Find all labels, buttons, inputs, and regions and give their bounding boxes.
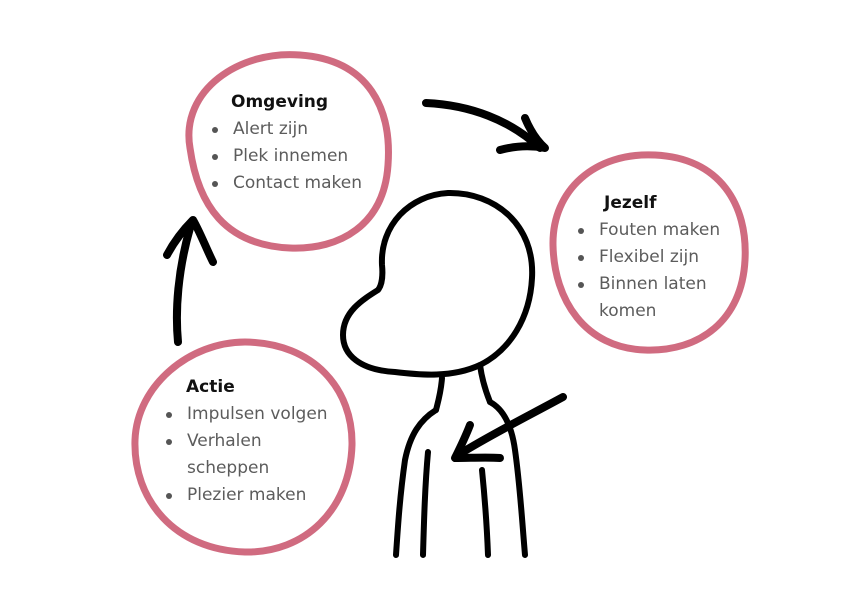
actie-circle (131, 338, 356, 556)
actie-title: Actie (186, 377, 235, 397)
omgeving-circle (185, 51, 392, 252)
list-item: Flexibel zijn (574, 244, 729, 271)
jezelf-title: Jezelf (604, 193, 657, 213)
arrow-icon (451, 393, 567, 462)
omgeving-list: Alert zijn Plek innemen Contact maken (208, 116, 362, 197)
jezelf-box: Jezelf Fouten maken Flexibel zijn Binnen… (574, 193, 729, 325)
list-item: Contact maken (208, 170, 362, 197)
list-item: Fouten maken (574, 217, 729, 244)
list-item: Binnen laten komen (574, 271, 729, 325)
list-item: Verhalen scheppen (162, 428, 297, 482)
actie-box: Actie Impulsen volgen Verhalen scheppen … (162, 377, 328, 509)
jezelf-list: Fouten maken Flexibel zijn Binnen laten … (574, 217, 729, 325)
person-outline-icon (340, 189, 536, 558)
omgeving-box: Omgeving Alert zijn Plek innemen Contact… (208, 92, 362, 197)
jezelf-circle (549, 151, 749, 354)
list-item: Impulsen volgen (162, 401, 328, 428)
omgeving-title: Omgeving (231, 92, 329, 112)
actie-list: Impulsen volgen Verhalen scheppen Plezie… (162, 401, 328, 509)
list-item: Plek innemen (208, 143, 362, 170)
list-item: Alert zijn (208, 116, 362, 143)
arrow-icon (422, 99, 549, 154)
arrow-icon (163, 216, 217, 346)
list-item: Plezier maken (162, 482, 328, 509)
